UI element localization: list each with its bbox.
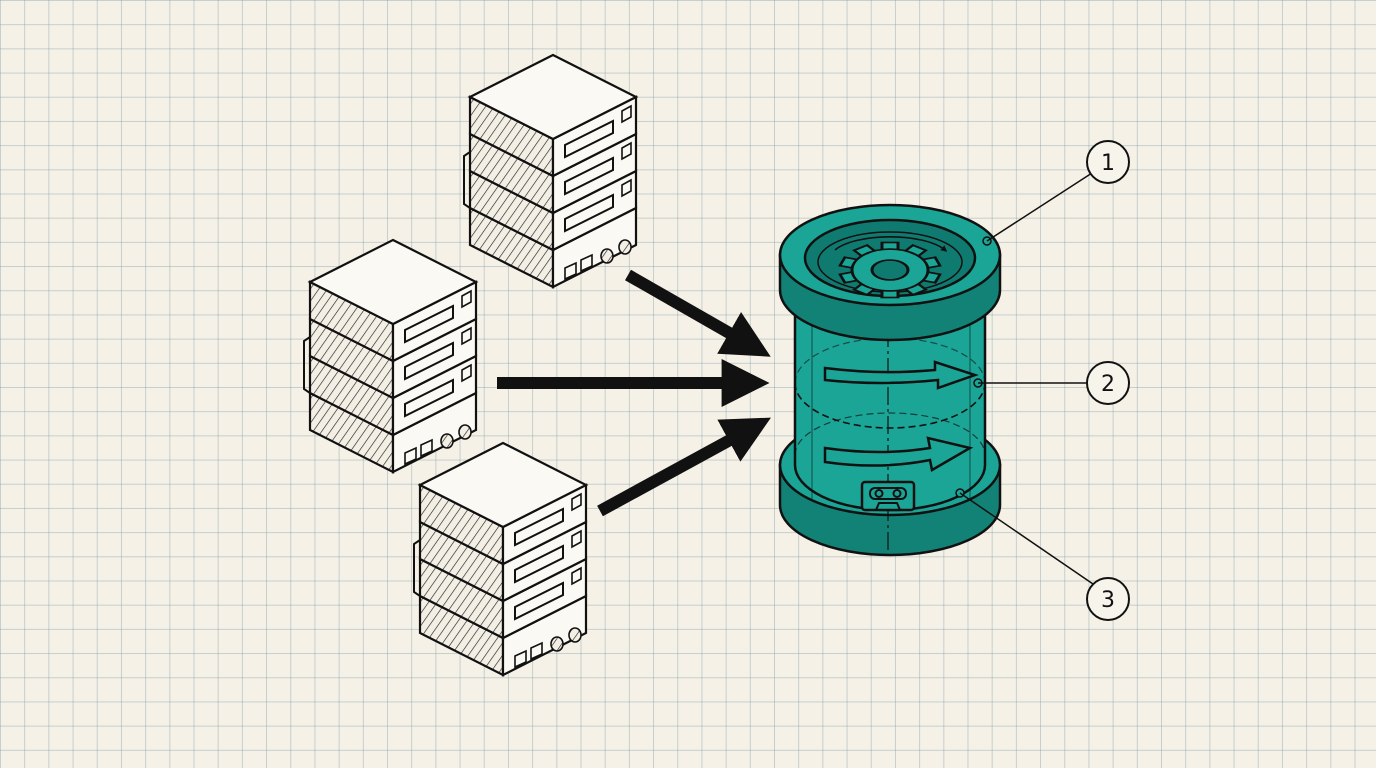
gear-icon	[838, 241, 942, 299]
flow-arrows	[497, 269, 771, 517]
server-stack-bottom	[413, 441, 589, 677]
arrow-bottom	[597, 417, 771, 517]
server-stack-middle	[303, 238, 479, 474]
ethernet-port-icon	[404, 424, 472, 466]
callout-1-label: 1	[1101, 151, 1115, 176]
storage-cylinder	[778, 203, 1002, 557]
callout-3-label: 3	[1101, 588, 1115, 613]
cassette-tape-icon	[860, 480, 916, 512]
ethernet-port-icon	[564, 239, 632, 281]
callout-2: 2	[1086, 361, 1130, 405]
server-unit	[468, 95, 638, 178]
middle-section	[794, 382, 986, 429]
server-unit	[418, 594, 588, 677]
bottom-section	[794, 412, 986, 456]
callout-1: 1	[1086, 140, 1130, 184]
callouts: 1 2 3	[959, 140, 1130, 621]
server-stack-top	[463, 53, 639, 289]
server-unit	[308, 317, 478, 400]
callout-2-label: 2	[1101, 372, 1115, 397]
arrow-right-icon	[823, 360, 979, 472]
server-unit	[308, 391, 478, 474]
ethernet-port-icon	[514, 627, 582, 669]
arrow-top	[625, 269, 771, 357]
server-unit	[468, 206, 638, 289]
callout-3: 3	[1086, 577, 1130, 621]
